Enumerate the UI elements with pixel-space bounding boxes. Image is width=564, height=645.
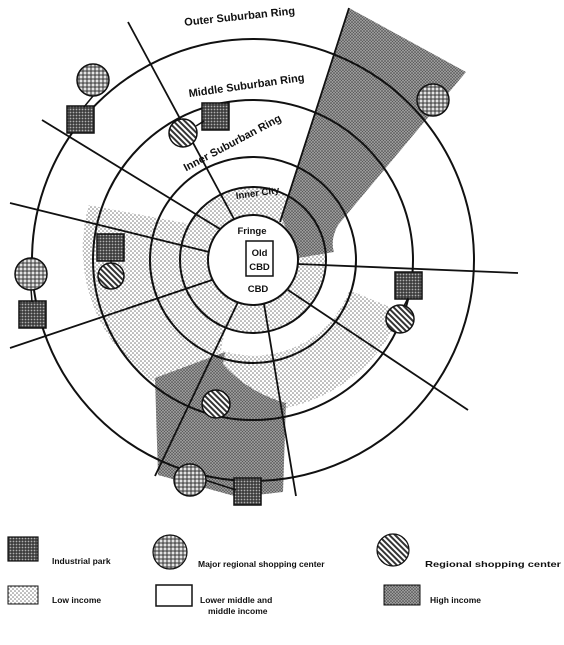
sector-line-se bbox=[287, 289, 469, 411]
legend-industrial-park-label: Industrial park bbox=[52, 556, 111, 566]
high-income-northeast-wedge bbox=[281, 8, 466, 258]
industrial-park-marker bbox=[66, 105, 95, 134]
industrial-park-marker bbox=[96, 233, 125, 262]
marker-connector bbox=[83, 95, 94, 108]
high-income-south-wedge bbox=[155, 352, 286, 497]
industrial-park-marker bbox=[18, 300, 47, 329]
legend-low-income-label: Low income bbox=[52, 595, 101, 605]
regional-shopping-center-marker bbox=[385, 304, 415, 334]
old-cbd-box bbox=[245, 240, 274, 277]
inner-suburban-ring-boundary bbox=[149, 156, 357, 364]
regional-shopping-center-marker bbox=[201, 389, 231, 419]
sector-line-e bbox=[296, 263, 519, 274]
sector-line-nw bbox=[41, 119, 221, 230]
regional-shopping-center-marker bbox=[97, 262, 125, 290]
sector-line-wsw bbox=[9, 279, 213, 349]
industrial-park-marker bbox=[201, 102, 230, 131]
legend-major-regional-shopping-center-swatch bbox=[152, 534, 188, 570]
regional-shopping-center-marker bbox=[168, 118, 198, 148]
legend-low-income-swatch bbox=[7, 585, 39, 605]
cbd-label: CBD bbox=[248, 284, 269, 295]
legend-lower-middle-and-middle-income-label-line1: Lower middle and bbox=[200, 595, 272, 605]
legend-regional-shopping-center-swatch bbox=[376, 533, 410, 567]
major-regional-shopping-center-marker bbox=[173, 463, 207, 497]
legend-lower-middle-and-middle-income-swatch bbox=[155, 584, 193, 607]
old-cbd-label-line2: CBD bbox=[249, 262, 270, 273]
legend-regional-shopping-center-label: Regional shopping center bbox=[425, 559, 562, 569]
sector-line-ssw bbox=[154, 301, 239, 477]
old-cbd-label-line1: Old bbox=[252, 248, 268, 259]
industrial-park-marker bbox=[394, 271, 423, 300]
legend-high-income-label: High income bbox=[430, 595, 481, 605]
fringe-label: Fringe bbox=[237, 226, 266, 237]
major-regional-shopping-center-marker bbox=[14, 257, 48, 291]
legend-high-income-swatch bbox=[383, 584, 421, 606]
marker-connector bbox=[403, 297, 409, 307]
major-regional-shopping-center-marker bbox=[416, 83, 450, 117]
inner-suburban-ring-label: Inner Suburban Ring bbox=[182, 113, 284, 175]
sector-line-w bbox=[9, 202, 210, 253]
legend: Industrial park Major regional shopping … bbox=[7, 533, 562, 616]
middle-suburban-ring-boundary bbox=[92, 99, 414, 421]
industrial-park-marker bbox=[233, 477, 262, 506]
middle-suburban-ring-label: Middle Suburban Ring bbox=[188, 72, 305, 100]
sector-line-nne bbox=[279, 7, 350, 223]
sector-line-s bbox=[263, 303, 297, 497]
inner-city-boundary bbox=[179, 186, 327, 334]
outer-suburban-ring-label: Outer Suburban Ring bbox=[184, 5, 296, 29]
marker-connector bbox=[204, 479, 237, 491]
low-income-inner-suburban-band bbox=[210, 290, 402, 412]
legend-major-regional-shopping-center-label: Major regional shopping center bbox=[198, 559, 325, 569]
major-regional-shopping-center-marker bbox=[76, 63, 110, 97]
legend-industrial-park-swatch bbox=[7, 536, 39, 562]
marker-connector bbox=[195, 120, 205, 127]
legend-lower-middle-and-middle-income-label-line2: middle income bbox=[208, 606, 268, 616]
marker-connector bbox=[30, 288, 33, 303]
